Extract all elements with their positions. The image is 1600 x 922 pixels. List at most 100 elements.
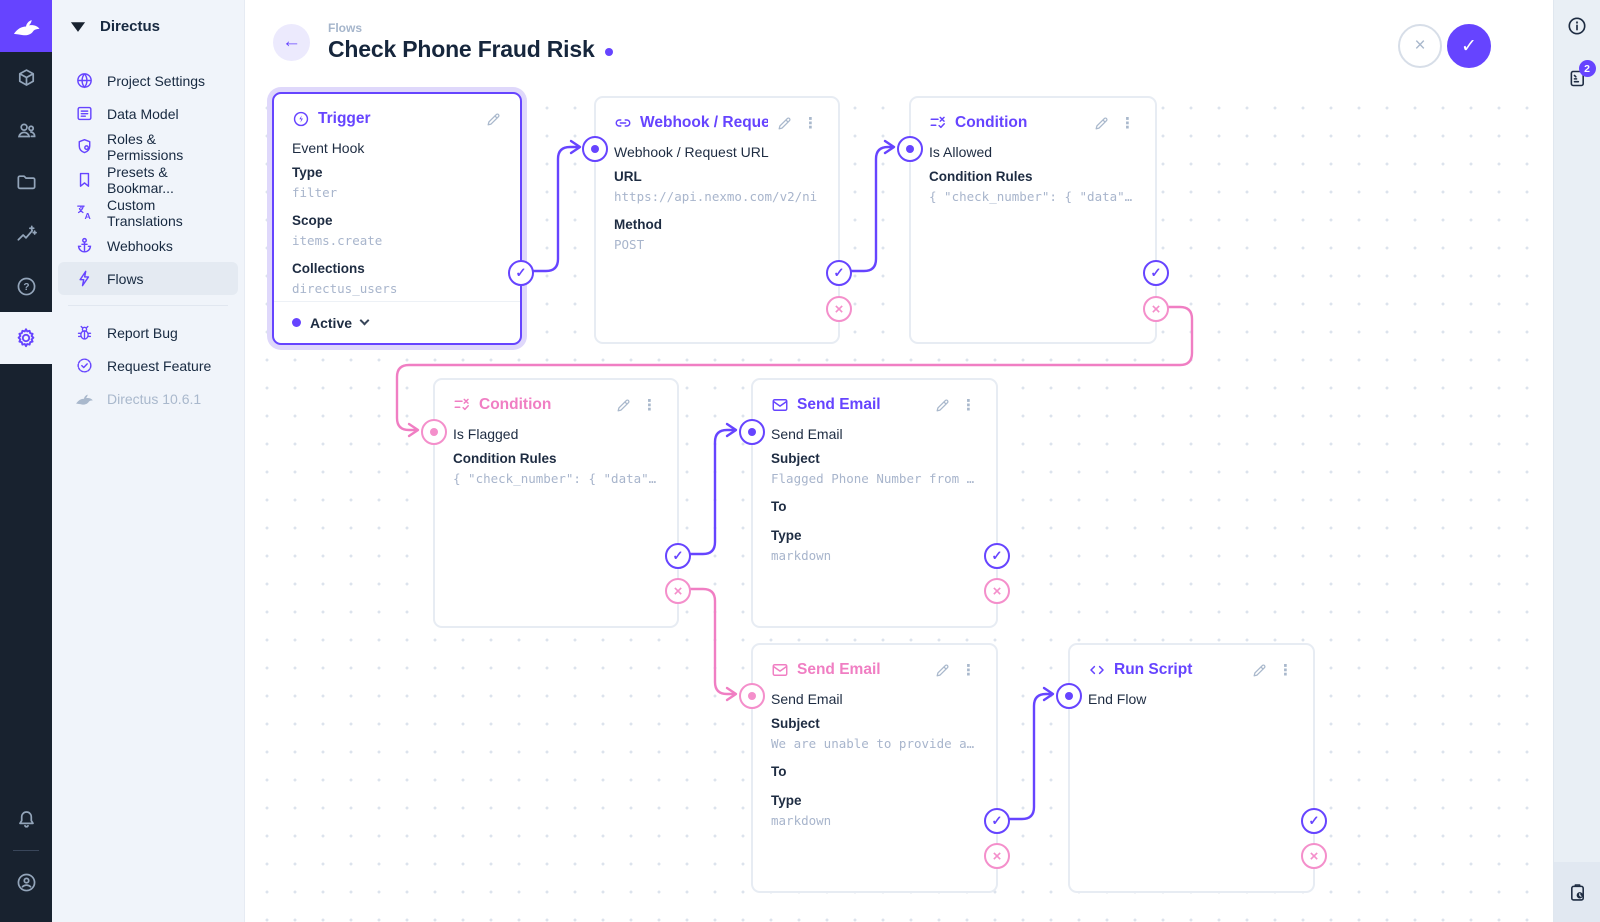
sidebar-item-flows[interactable]: Flows bbox=[58, 262, 238, 295]
sidebar-item-roles-permissions[interactable]: Roles & Permissions bbox=[58, 130, 238, 163]
sidebar-item-version: Directus 10.6.1 bbox=[58, 382, 238, 415]
anchor-icon bbox=[74, 236, 94, 256]
edit-icon[interactable] bbox=[776, 115, 793, 132]
revisions-panel-button[interactable] bbox=[1553, 862, 1600, 922]
reject-connector[interactable]: × bbox=[1301, 843, 1327, 869]
resolve-connector[interactable]: ✓ bbox=[665, 543, 691, 569]
node-title: Send Email bbox=[797, 661, 881, 678]
kebab-menu-icon[interactable]: ⋮ bbox=[1120, 114, 1135, 132]
version-label: Directus 10.6.1 bbox=[107, 390, 202, 407]
resolve-connector[interactable]: ✓ bbox=[1143, 260, 1169, 286]
flow-canvas-area: ← Flows Check Phone Fraud Risk × ✓ Trigg… bbox=[245, 0, 1553, 922]
reject-connector[interactable]: × bbox=[1143, 296, 1169, 322]
settings-module-button[interactable] bbox=[0, 312, 52, 364]
operation-name: Send Email bbox=[771, 426, 843, 442]
field-label: Condition Rules bbox=[929, 169, 1033, 184]
sidebar-item-presets-bookmarks[interactable]: Presets & Bookmar... bbox=[58, 163, 238, 196]
edit-icon[interactable] bbox=[615, 397, 632, 414]
reject-connector[interactable]: × bbox=[665, 578, 691, 604]
input-connector[interactable] bbox=[582, 136, 608, 162]
svg-text:A: A bbox=[84, 211, 91, 221]
input-connector[interactable] bbox=[421, 419, 447, 445]
sidebar-item-label: Presets & Bookmar... bbox=[107, 163, 174, 196]
notes-panel-button[interactable]: 2 bbox=[1554, 52, 1600, 104]
sidebar-item-label: Data Model bbox=[107, 105, 179, 122]
users-module-button[interactable] bbox=[0, 104, 52, 156]
field-value: markdown bbox=[771, 548, 832, 563]
flow-node-run-script[interactable]: Run Script ⋮ End Flow ✓ × bbox=[1056, 643, 1327, 893]
folder-icon bbox=[16, 174, 36, 189]
edit-icon[interactable] bbox=[485, 111, 502, 128]
edit-icon[interactable] bbox=[1251, 662, 1268, 679]
kebab-menu-icon[interactable]: ⋮ bbox=[803, 114, 818, 132]
field-value: POST bbox=[614, 237, 645, 252]
back-button[interactable]: ← bbox=[273, 23, 310, 61]
kebab-menu-icon[interactable]: ⋮ bbox=[642, 396, 657, 414]
field-value: https://api.nexmo.com/v2/ni bbox=[614, 189, 818, 204]
module-bar: ? bbox=[0, 0, 52, 922]
resolve-connector[interactable]: ✓ bbox=[826, 260, 852, 286]
edit-icon[interactable] bbox=[934, 662, 951, 679]
node-title: Webhook / Request URL bbox=[640, 114, 768, 131]
bell-icon bbox=[18, 810, 34, 828]
resolve-connector[interactable]: ✓ bbox=[984, 808, 1010, 834]
edit-icon[interactable] bbox=[1093, 115, 1110, 132]
reject-connector[interactable]: × bbox=[826, 296, 852, 322]
input-connector[interactable] bbox=[739, 683, 765, 709]
kebab-menu-icon[interactable]: ⋮ bbox=[961, 661, 976, 679]
reject-connector[interactable]: × bbox=[984, 843, 1010, 869]
kebab-menu-icon[interactable]: ⋮ bbox=[1278, 661, 1293, 679]
field-value: { "check_number": { "data"… bbox=[453, 471, 657, 486]
kebab-menu-icon[interactable]: ⋮ bbox=[961, 396, 976, 414]
operation-name: Send Email bbox=[771, 691, 843, 707]
input-connector[interactable] bbox=[739, 419, 765, 445]
flow-node-condition-flagged[interactable]: Condition ⋮ Is Flagged Condition Rules{ … bbox=[421, 378, 691, 628]
translate-icon: A bbox=[74, 203, 94, 223]
avatar-icon bbox=[17, 873, 35, 891]
files-module-button[interactable] bbox=[0, 156, 52, 208]
insights-module-button[interactable] bbox=[0, 208, 52, 260]
directus-rabbit-logo[interactable] bbox=[0, 0, 52, 52]
field-label: Scope bbox=[292, 213, 333, 228]
info-panel-button[interactable] bbox=[1554, 0, 1600, 52]
reject-connector[interactable]: × bbox=[984, 578, 1010, 604]
check-icon: ✓ bbox=[1461, 35, 1477, 57]
notifications-button[interactable] bbox=[0, 793, 52, 845]
content-module-button[interactable] bbox=[0, 52, 52, 104]
trigger-status-toggle[interactable]: Active bbox=[274, 301, 520, 343]
mail-icon bbox=[771, 396, 789, 414]
status-dot bbox=[292, 318, 301, 327]
user-menu-button[interactable] bbox=[0, 856, 52, 908]
flow-node-condition-allowed[interactable]: Condition ⋮ Is Allowed Condition Rules{ … bbox=[897, 96, 1169, 344]
sidebar-item-custom-translations[interactable]: A Custom Translations bbox=[58, 196, 238, 229]
resolve-connector[interactable]: ✓ bbox=[984, 543, 1010, 569]
trigger-bolt-icon bbox=[292, 110, 310, 128]
info-icon bbox=[1568, 17, 1586, 35]
input-connector[interactable] bbox=[1056, 683, 1082, 709]
sidebar-item-request-feature[interactable]: Request Feature bbox=[58, 349, 238, 382]
back-arrow-icon: ← bbox=[282, 31, 301, 52]
save-button[interactable]: ✓ bbox=[1447, 24, 1491, 68]
sidebar-item-webhooks[interactable]: Webhooks bbox=[58, 229, 238, 262]
sidebar-item-data-model[interactable]: Data Model bbox=[58, 97, 238, 130]
shield-icon bbox=[74, 137, 94, 157]
cancel-button[interactable]: × bbox=[1398, 24, 1442, 68]
resolve-connector[interactable]: ✓ bbox=[508, 260, 534, 286]
edit-icon[interactable] bbox=[934, 397, 951, 414]
project-header[interactable]: Directus bbox=[52, 0, 244, 52]
input-connector[interactable] bbox=[897, 136, 923, 162]
help-icon: ? bbox=[17, 277, 35, 295]
globe-icon bbox=[74, 71, 94, 91]
flow-node-webhook[interactable]: Webhook / Request URL ⋮ Webhook / Reques… bbox=[582, 96, 852, 344]
resolve-connector[interactable]: ✓ bbox=[1301, 808, 1327, 834]
breadcrumb[interactable]: Flows bbox=[328, 21, 363, 35]
sidebar-item-project-settings[interactable]: Project Settings bbox=[58, 64, 238, 97]
sidebar-item-report-bug[interactable]: Report Bug bbox=[58, 316, 238, 349]
gear-icon bbox=[17, 328, 35, 348]
help-module-button[interactable]: ? bbox=[0, 260, 52, 312]
page-title: Check Phone Fraud Risk bbox=[328, 36, 595, 62]
